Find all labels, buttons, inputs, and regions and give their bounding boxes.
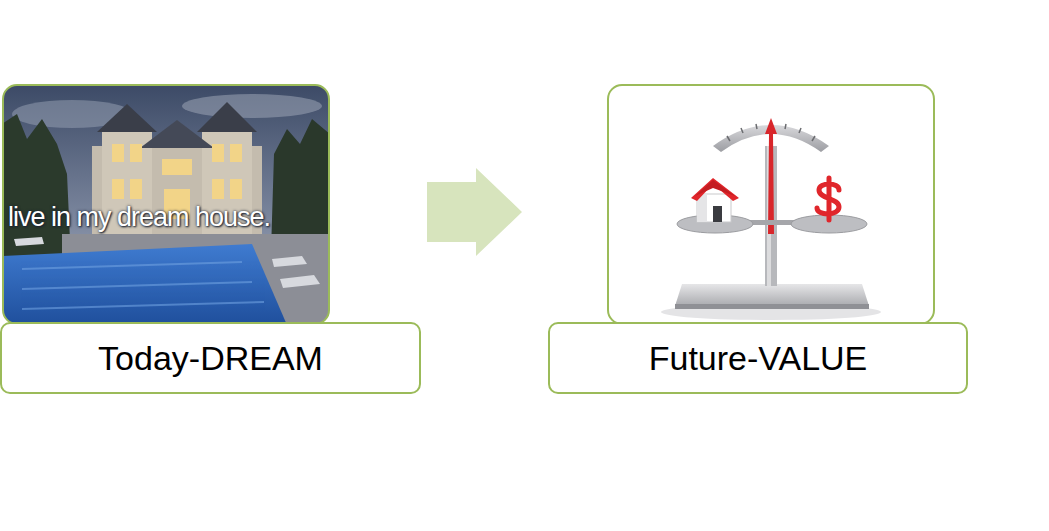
- house-value-scale: [607, 84, 935, 325]
- panel-border: [3, 85, 329, 324]
- photo-caption: live in my dream house.: [8, 202, 270, 233]
- label-box: Future-VALUE: [548, 322, 968, 394]
- image-label-group: Today-DREAM: [0, 84, 421, 394]
- photo-content: [3, 85, 329, 324]
- label-box: Today-DREAM: [0, 322, 421, 394]
- dollar-icon: [817, 178, 839, 220]
- label-text: Future-VALUE: [649, 339, 868, 378]
- block-arrow: [427, 168, 522, 256]
- house-icon: [691, 178, 739, 222]
- gauge-needle: [765, 118, 777, 234]
- scale-base: [675, 284, 869, 306]
- label-text: Today-DREAM: [98, 339, 323, 378]
- panel-border: [608, 85, 934, 324]
- image-label-group: Future-VALUE: [548, 84, 968, 394]
